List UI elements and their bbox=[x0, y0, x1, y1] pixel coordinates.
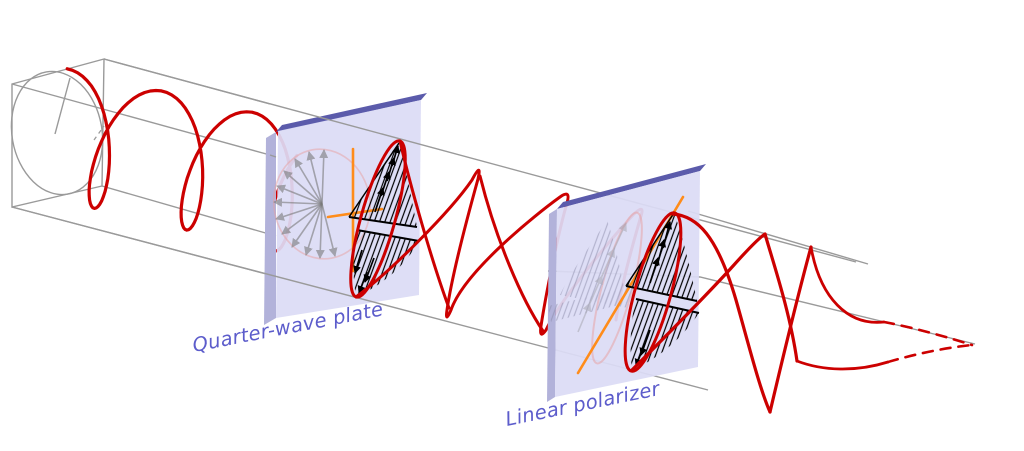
lp-field-arrows-up bbox=[649, 221, 673, 284]
output-tail-lower-dashed bbox=[886, 343, 974, 364]
diagonal-wave-strand2 bbox=[398, 139, 451, 310]
rotating-e-field-arrow-fan bbox=[273, 149, 338, 259]
qwp-output-polarization-lens bbox=[348, 139, 420, 299]
qwp-side-face bbox=[264, 132, 276, 325]
qwp-top-face bbox=[276, 93, 427, 132]
output-tail-lower bbox=[795, 359, 890, 371]
entry-circle bbox=[10, 70, 104, 196]
entry-radius-line bbox=[54, 77, 71, 135]
lp-field-arrows-down bbox=[634, 329, 651, 367]
output-tail-upper-dashed bbox=[882, 320, 974, 347]
box-edge-joint bbox=[269, 154, 277, 158]
perspective-box-wireframe bbox=[10, 58, 277, 276]
qwp-field-arrows-down bbox=[353, 249, 375, 294]
box-edge-top-back bbox=[103, 58, 857, 263]
box-edge-pair-line bbox=[687, 210, 869, 265]
qwp-field-arrows-up bbox=[374, 145, 400, 213]
lp-top-face bbox=[557, 164, 706, 209]
output-stroke-3 bbox=[763, 232, 799, 363]
output-stroke-2 bbox=[630, 232, 767, 372]
hidden-radius-dash bbox=[93, 125, 105, 141]
circular-helix bbox=[65, 67, 299, 253]
output-wave bbox=[630, 212, 974, 414]
lp-faded-incoming-wave bbox=[548, 211, 643, 365]
box-edge-top-front-left bbox=[11, 83, 271, 156]
lp-faded-arrow-chain bbox=[577, 222, 627, 333]
output-stroke-1 bbox=[671, 212, 772, 414]
qwp-markings bbox=[272, 139, 420, 299]
diagonal-wave-strand3 bbox=[478, 174, 545, 333]
box-edge-bottom-back bbox=[101, 185, 277, 237]
lp-markings bbox=[548, 195, 700, 375]
output-stroke-4 bbox=[768, 245, 813, 414]
output-tail-upper bbox=[809, 245, 886, 324]
